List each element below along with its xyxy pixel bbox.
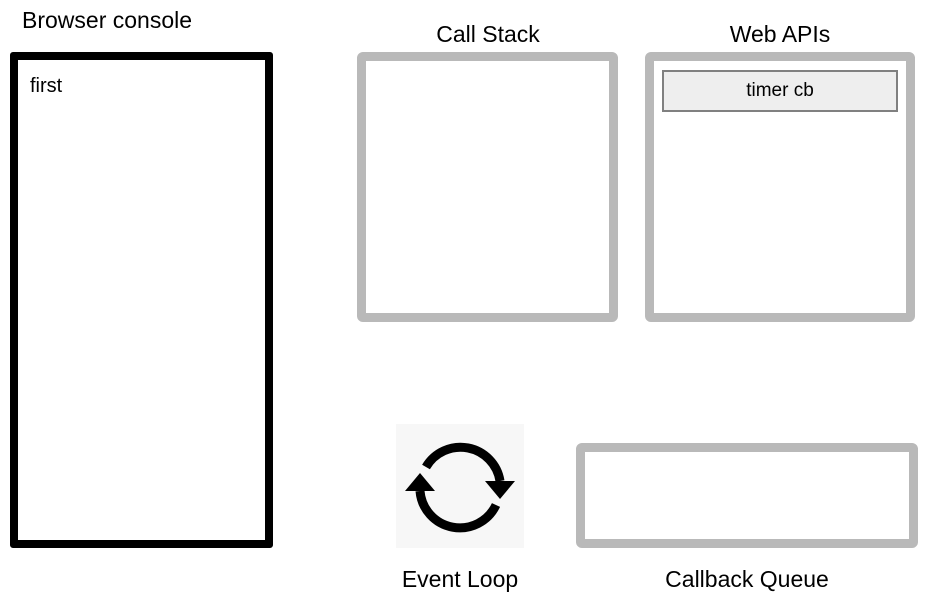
web-apis-item-list: timer cb: [654, 61, 906, 112]
callback-queue-title: Callback Queue: [665, 566, 829, 592]
web-apis-title: Web APIs: [729, 21, 831, 47]
browser-console-title: Browser console: [22, 7, 193, 33]
callback-queue-panel: [576, 443, 918, 548]
call-stack-title: Call Stack: [436, 21, 540, 47]
browser-console-panel: first: [10, 52, 273, 548]
callback-queue-item-list: [585, 452, 909, 461]
circular-arrows-icon: [404, 431, 516, 541]
call-stack-panel: [357, 52, 618, 322]
event-loop-title: Event Loop: [401, 566, 519, 592]
web-api-task-timer-cb[interactable]: timer cb: [662, 70, 898, 112]
web-apis-panel: timer cb: [645, 52, 915, 322]
console-log-line: first: [30, 75, 63, 97]
console-log-list: first: [18, 60, 265, 98]
event-loop-icon-background: [396, 424, 524, 548]
